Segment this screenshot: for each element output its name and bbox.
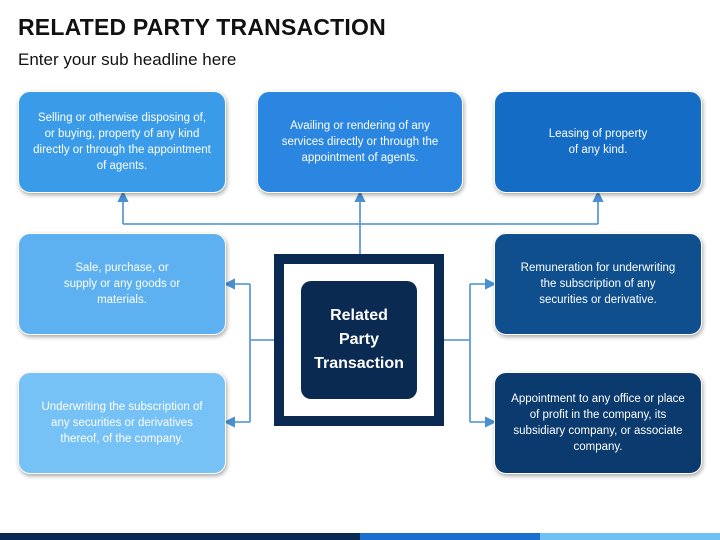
box-mid-right: Remuneration for underwriting the subscr…	[494, 233, 702, 335]
box-top-left: Selling or otherwise disposing of, or bu…	[18, 91, 226, 193]
box-mid-left: Sale, purchase, or supply or any goods o…	[18, 233, 226, 335]
box-mid-left-text: Sale, purchase, or supply or any goods o…	[63, 262, 181, 306]
box-bottom-right-text: Appointment to any office or place of pr…	[511, 393, 685, 453]
center-node: Related Party Transaction	[274, 254, 444, 426]
page-subtitle: Enter your sub headline here	[18, 50, 237, 69]
bottom-accent-bar	[0, 533, 720, 540]
box-bottom-left: Underwriting the subscription of any sec…	[18, 372, 226, 474]
box-top-right: Leasing of property of any kind.	[494, 91, 702, 193]
center-node-frame: Related Party Transaction	[284, 264, 434, 416]
box-mid-right-text: Remuneration for underwriting the subscr…	[520, 262, 676, 306]
page-title: RELATED PARTY TRANSACTION	[18, 14, 386, 40]
box-bottom-left-text: Underwriting the subscription of any sec…	[41, 401, 203, 445]
box-top-center: Availing or rendering of any services di…	[257, 91, 463, 193]
box-bottom-right: Appointment to any office or place of pr…	[494, 372, 702, 474]
box-top-right-text: Leasing of property of any kind.	[548, 128, 648, 156]
box-top-left-text: Selling or otherwise disposing of, or bu…	[33, 112, 211, 172]
center-node-label: Related Party Transaction	[301, 281, 417, 399]
box-top-center-text: Availing or rendering of any services di…	[281, 120, 439, 164]
